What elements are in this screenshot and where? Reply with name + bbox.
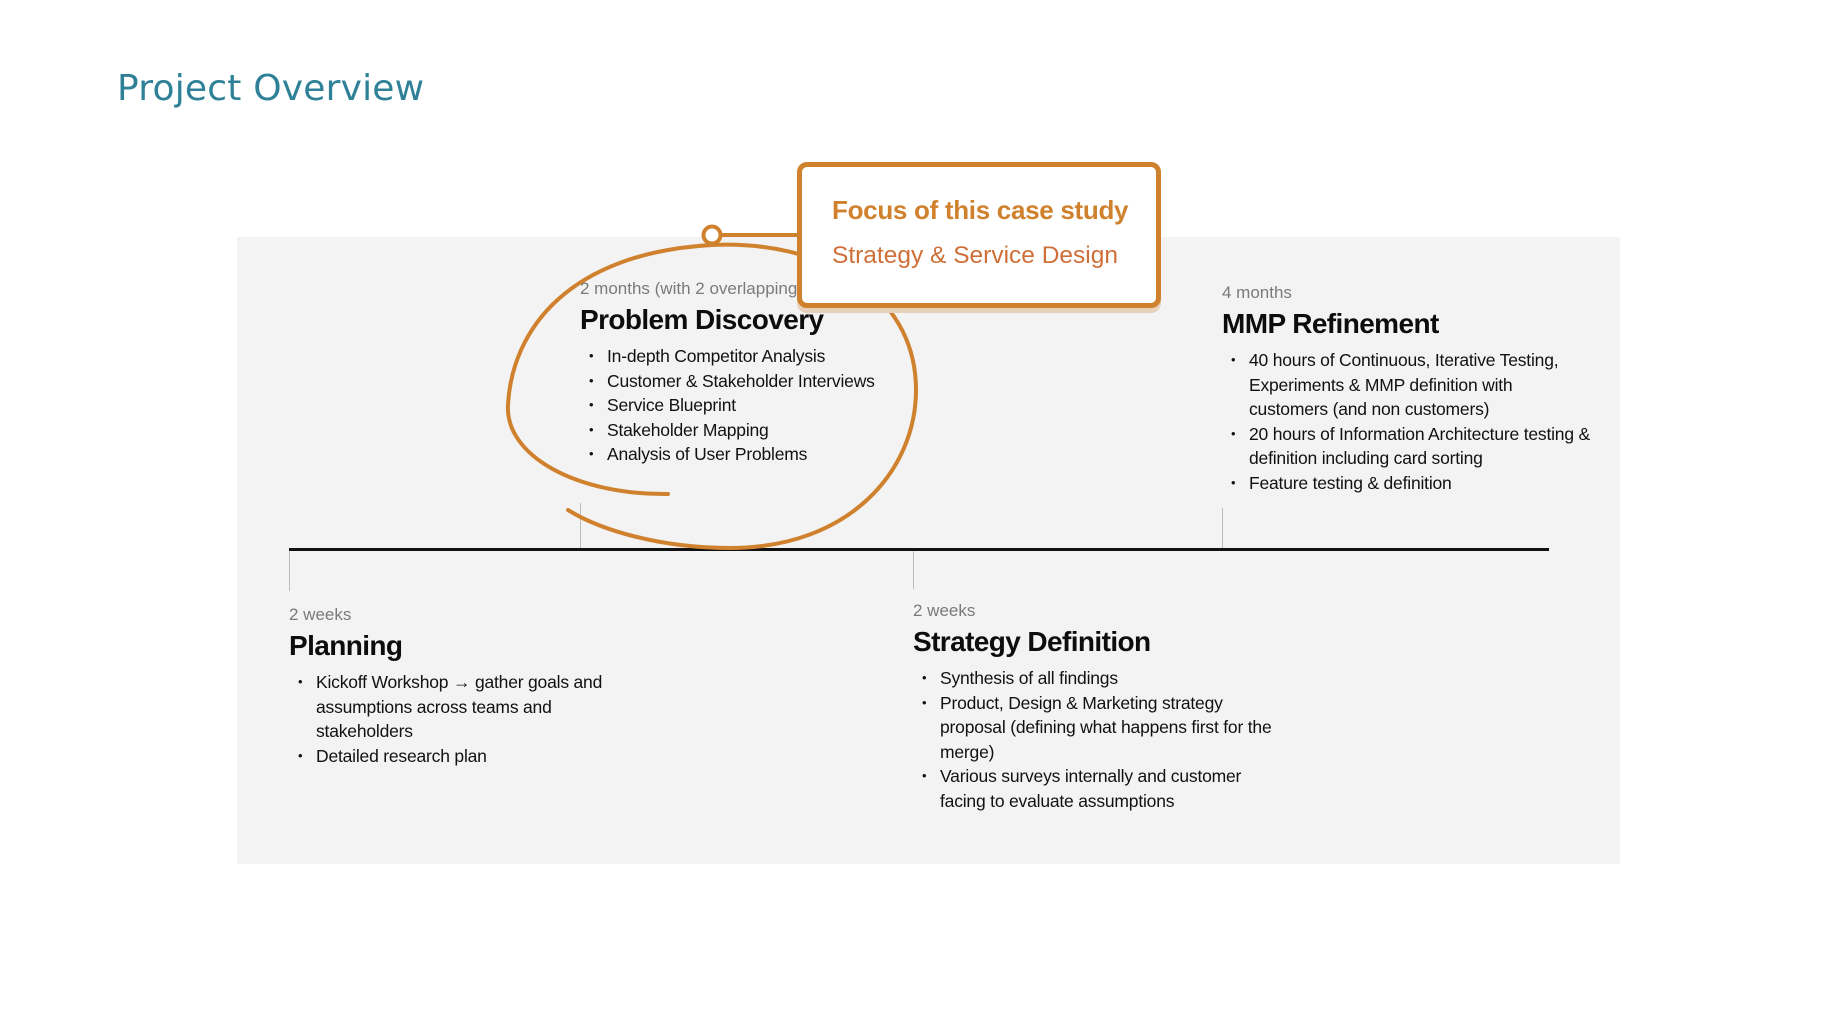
phase-title: Problem Discovery xyxy=(580,304,824,335)
phase-duration: 2 weeks xyxy=(913,601,976,620)
phase-bullet-list: 40 hours of Continuous, Iterative Testin… xyxy=(1222,348,1592,495)
list-item: In-depth Competitor Analysis xyxy=(580,344,900,369)
list-item: Stakeholder Mapping xyxy=(580,418,900,443)
timeline-axis xyxy=(289,548,1549,551)
phase-duration: 2 weeks xyxy=(289,605,352,624)
list-item: Feature testing & definition xyxy=(1222,471,1592,496)
tick-mmp-refinement xyxy=(1222,508,1223,548)
phase-bullet-list: Kickoff Workshop → gather goals and assu… xyxy=(289,670,629,768)
list-item: Various surveys internally and customer … xyxy=(913,764,1288,813)
list-item: Customer & Stakeholder Interviews xyxy=(580,369,900,394)
phase-strategy-definition: 2 weeks Strategy Definition Synthesis of… xyxy=(913,600,1288,813)
connector-dot xyxy=(701,224,723,246)
tick-strategy-definition xyxy=(913,551,914,589)
phase-bullet-list: Synthesis of all findings Product, Desig… xyxy=(913,666,1288,813)
list-item: Synthesis of all findings xyxy=(913,666,1288,691)
phase-problem-discovery: 2 months (with 2 overlapping Problem Dis… xyxy=(580,278,900,467)
phase-planning: 2 weeks Planning Kickoff Workshop → gath… xyxy=(289,604,629,768)
callout-title: Focus of this case study xyxy=(832,195,1129,225)
list-item: 40 hours of Continuous, Iterative Testin… xyxy=(1222,348,1592,422)
tick-planning xyxy=(289,551,290,591)
list-item: Product, Design & Marketing strategy pro… xyxy=(913,691,1288,765)
focus-callout: Focus of this case study Strategy & Serv… xyxy=(797,162,1161,308)
phase-title: Planning xyxy=(289,630,403,661)
callout-subtitle: Strategy & Service Design xyxy=(832,242,1118,269)
page-title: Project Overview xyxy=(117,68,425,109)
tick-problem-discovery xyxy=(580,503,581,548)
phase-title: Strategy Definition xyxy=(913,626,1151,657)
list-item: Analysis of User Problems xyxy=(580,442,900,467)
list-item: Service Blueprint xyxy=(580,393,900,418)
phase-title: MMP Refinement xyxy=(1222,308,1439,339)
list-item: Detailed research plan xyxy=(289,744,629,769)
phase-bullet-list: In-depth Competitor Analysis Customer & … xyxy=(580,344,900,467)
list-item: Kickoff Workshop → gather goals and assu… xyxy=(289,670,629,744)
phase-mmp-refinement: 4 months MMP Refinement 40 hours of Cont… xyxy=(1222,282,1592,495)
phase-duration: 2 months (with 2 overlapping xyxy=(580,279,798,298)
list-item: 20 hours of Information Architecture tes… xyxy=(1222,422,1592,471)
phase-duration: 4 months xyxy=(1222,283,1292,302)
